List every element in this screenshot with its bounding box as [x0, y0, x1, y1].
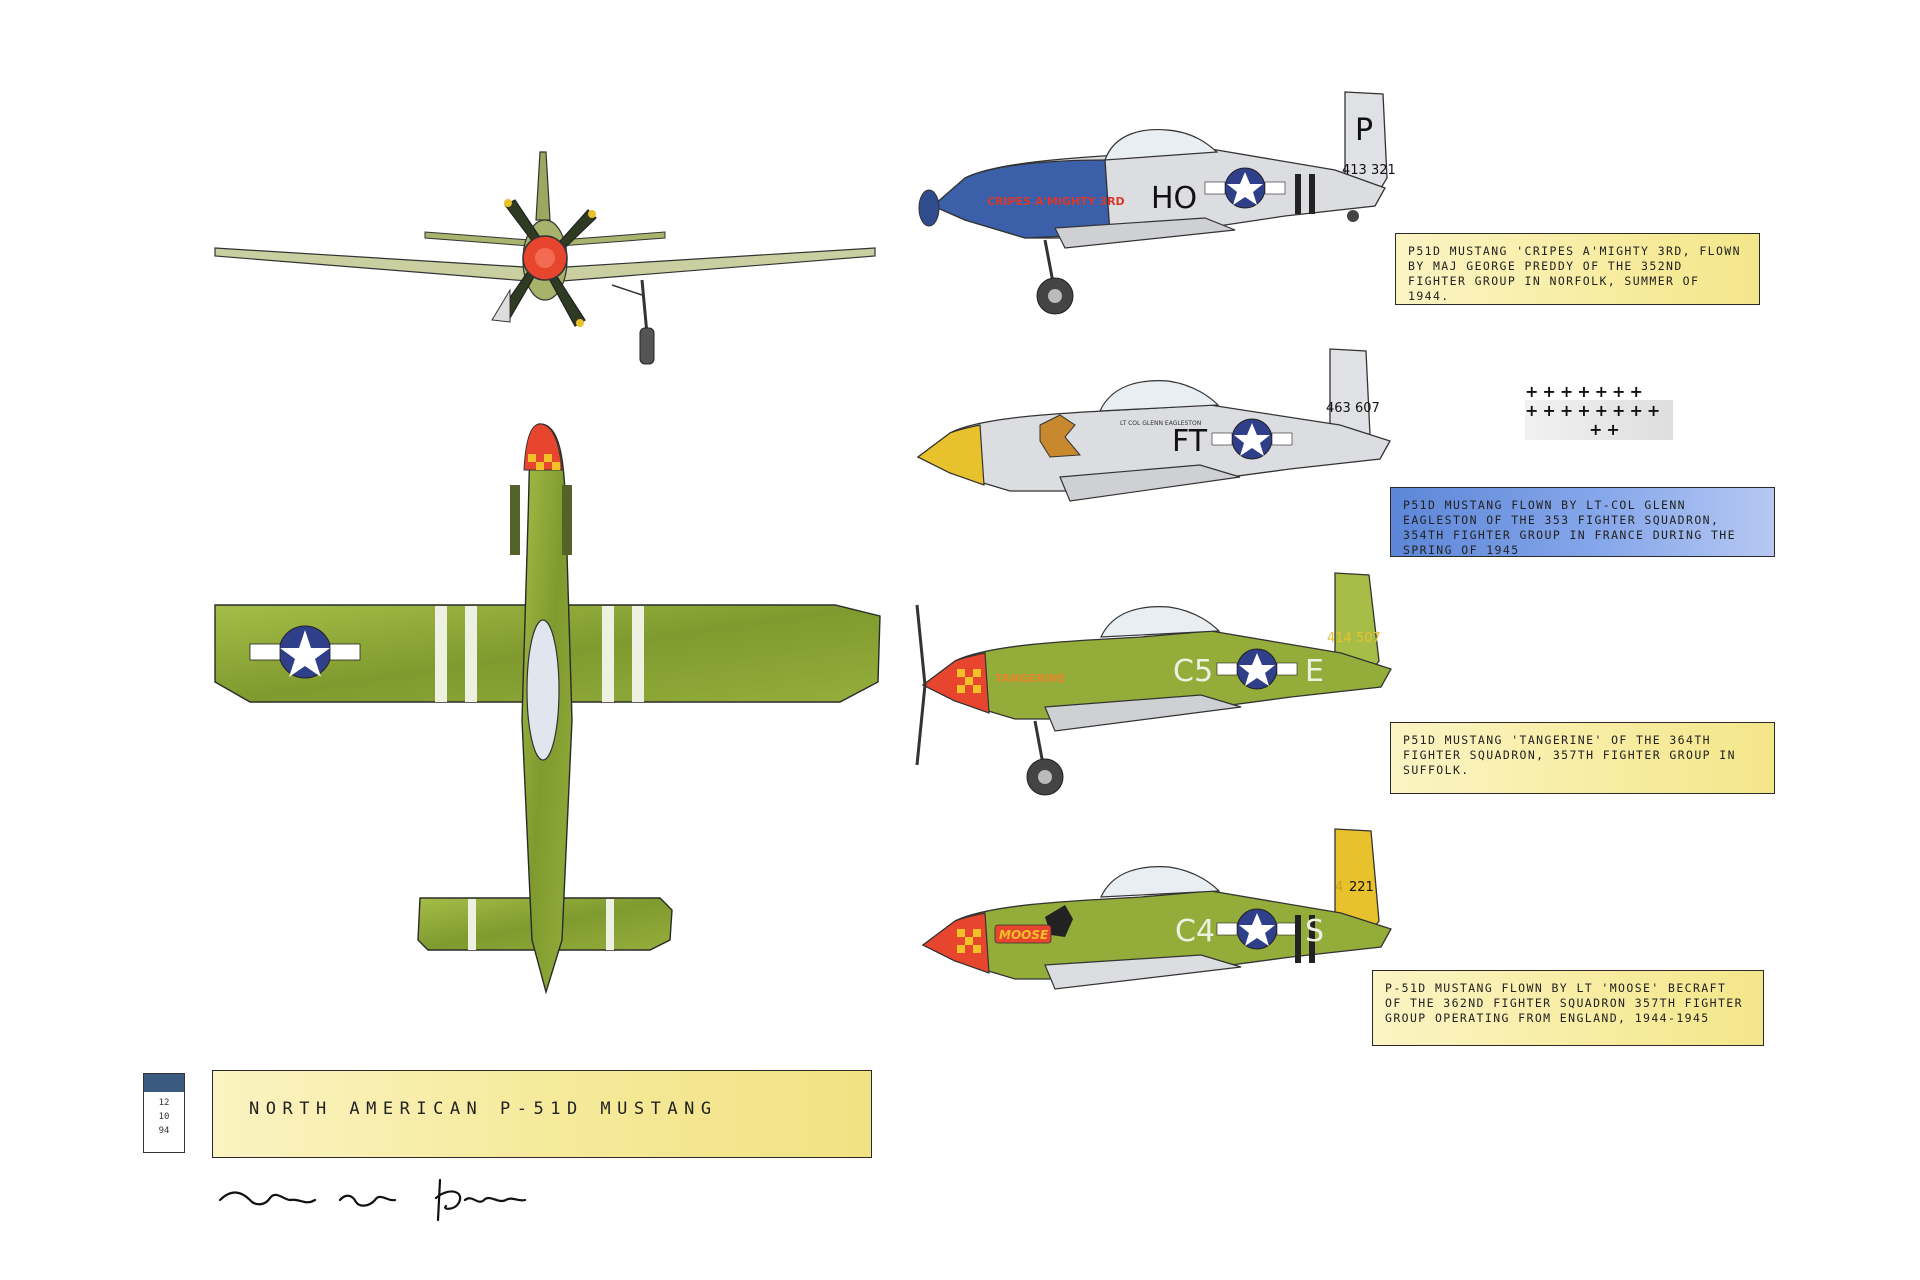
- caption-tangerine: P51D Mustang 'Tangerine' of the 364th Fi…: [1390, 722, 1775, 794]
- kill-marks-row-1: +++++++: [1525, 382, 1647, 401]
- profile-moose-nose-art-banner: MOOSE: [994, 924, 1052, 944]
- caption-eagleston: P51D Mustang flown by LT-Col Glenn Eagle…: [1390, 487, 1775, 557]
- profile-eagleston-codes: FT: [1172, 424, 1208, 459]
- profile-tangerine-nose-art: TANGERINE: [995, 672, 1065, 685]
- kill-marks-row-2: ++++++++: [1525, 401, 1665, 420]
- profile-eagleston-drawing: FT 463 607 LT COL GLENN EAGLESTON: [916, 348, 1391, 502]
- profile-cripes-codes: HO: [1151, 181, 1197, 216]
- profile-moose-code-suffix: S: [1305, 914, 1324, 949]
- profile-cripes-nose-art: CRIPES A'MIGHTY 3RD: [987, 195, 1125, 208]
- profile-moose-codes: C4: [1175, 914, 1215, 949]
- title-box: NORTH AMERICAN P-51D MUSTANG: [212, 1070, 872, 1158]
- profile-eagleston-serial: 463 607: [1326, 401, 1380, 416]
- kill-marks-shading: [1525, 400, 1673, 440]
- profile-eagleston-cockpit-name: LT COL GLENN EAGLESTON: [1120, 420, 1201, 427]
- date-line-1: 12: [158, 1098, 170, 1108]
- profile-tangerine-code-suffix: E: [1305, 654, 1324, 689]
- top-view-drawing: [214, 423, 881, 995]
- caption-cripes-text: P51D Mustang 'Cripes A'Mighty 3rd, flown…: [1408, 244, 1741, 303]
- profile-tangerine-drawing: C5 E 414 507 TANGERINE: [915, 572, 1392, 796]
- front-view-drawing: [214, 151, 876, 365]
- date-box-corner: [144, 1074, 184, 1092]
- caption-eagleston-text: P51D Mustang flown by LT-Col Glenn Eagle…: [1403, 498, 1736, 557]
- profile-cripes-tail-letter: P: [1355, 113, 1373, 148]
- roundel-left: [249, 625, 361, 679]
- profile-moose-serial: 221: [1349, 880, 1374, 895]
- date-line-3: 94: [158, 1126, 170, 1136]
- profile-tangerine-codes: C5: [1173, 654, 1213, 689]
- caption-cripes: P51D Mustang 'Cripes A'Mighty 3rd, flown…: [1395, 233, 1760, 305]
- profile-moose-nose-art: MOOSE: [999, 928, 1049, 942]
- date-box: 12 10 94: [143, 1073, 185, 1153]
- profile-cripes-drawing: HO P 413 321 CRIPES A'MIGHTY 3RD: [918, 91, 1396, 315]
- profile-cripes-serial: 413 321: [1342, 163, 1396, 178]
- kill-marks: +++++++ ++++++++ ++: [1525, 382, 1675, 442]
- caption-moose-text: P-51D Mustang flown by Lt 'Moose' Becraf…: [1385, 981, 1743, 1025]
- signature: [218, 1178, 527, 1222]
- page-title: NORTH AMERICAN P-51D MUSTANG: [249, 1099, 718, 1119]
- date-line-2: 10: [158, 1112, 170, 1122]
- profile-tangerine-serial: 414 507: [1327, 631, 1381, 646]
- kill-marks-row-3: ++: [1589, 420, 1624, 439]
- profile-moose-drawing: C4 S 4 221 MOOSE: [921, 828, 1392, 990]
- profile-moose-serial-prefix: 4: [1335, 880, 1343, 895]
- caption-tangerine-text: P51D Mustang 'Tangerine' of the 364th Fi…: [1403, 733, 1736, 777]
- caption-moose: P-51D Mustang flown by Lt 'Moose' Becraf…: [1372, 970, 1764, 1046]
